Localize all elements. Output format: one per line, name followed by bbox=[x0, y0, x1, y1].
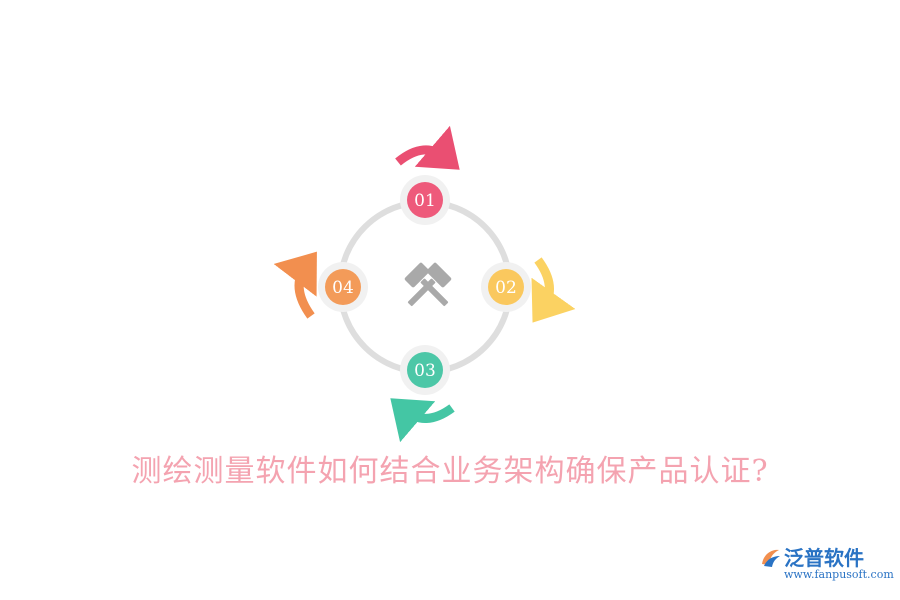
arrow-step-02 bbox=[531, 257, 576, 323]
step-label-04: 04 bbox=[332, 278, 354, 298]
step-label-02: 02 bbox=[495, 278, 517, 298]
brand-logo: 泛普软件 www.fanpusoft.com bbox=[758, 542, 894, 586]
step-node-01: 01 bbox=[400, 175, 450, 225]
step-node-04: 04 bbox=[318, 262, 368, 312]
step-label-03: 03 bbox=[414, 361, 436, 381]
logo-url: www.fanpusoft.com bbox=[784, 568, 894, 581]
arrow-step-03 bbox=[390, 398, 455, 443]
arrow-step-04 bbox=[273, 251, 317, 319]
logo-mark-icon bbox=[762, 549, 780, 567]
step-node-02: 02 bbox=[481, 262, 531, 312]
step-label-01: 01 bbox=[414, 191, 436, 211]
page-title: 测绘测量软件如何结合业务架构确保产品认证? bbox=[131, 454, 769, 489]
crossed-hammers-icon bbox=[404, 262, 452, 307]
arrow-step-01 bbox=[395, 125, 460, 170]
step-node-03: 03 bbox=[400, 345, 450, 395]
logo-name: 泛普软件 bbox=[784, 546, 864, 570]
